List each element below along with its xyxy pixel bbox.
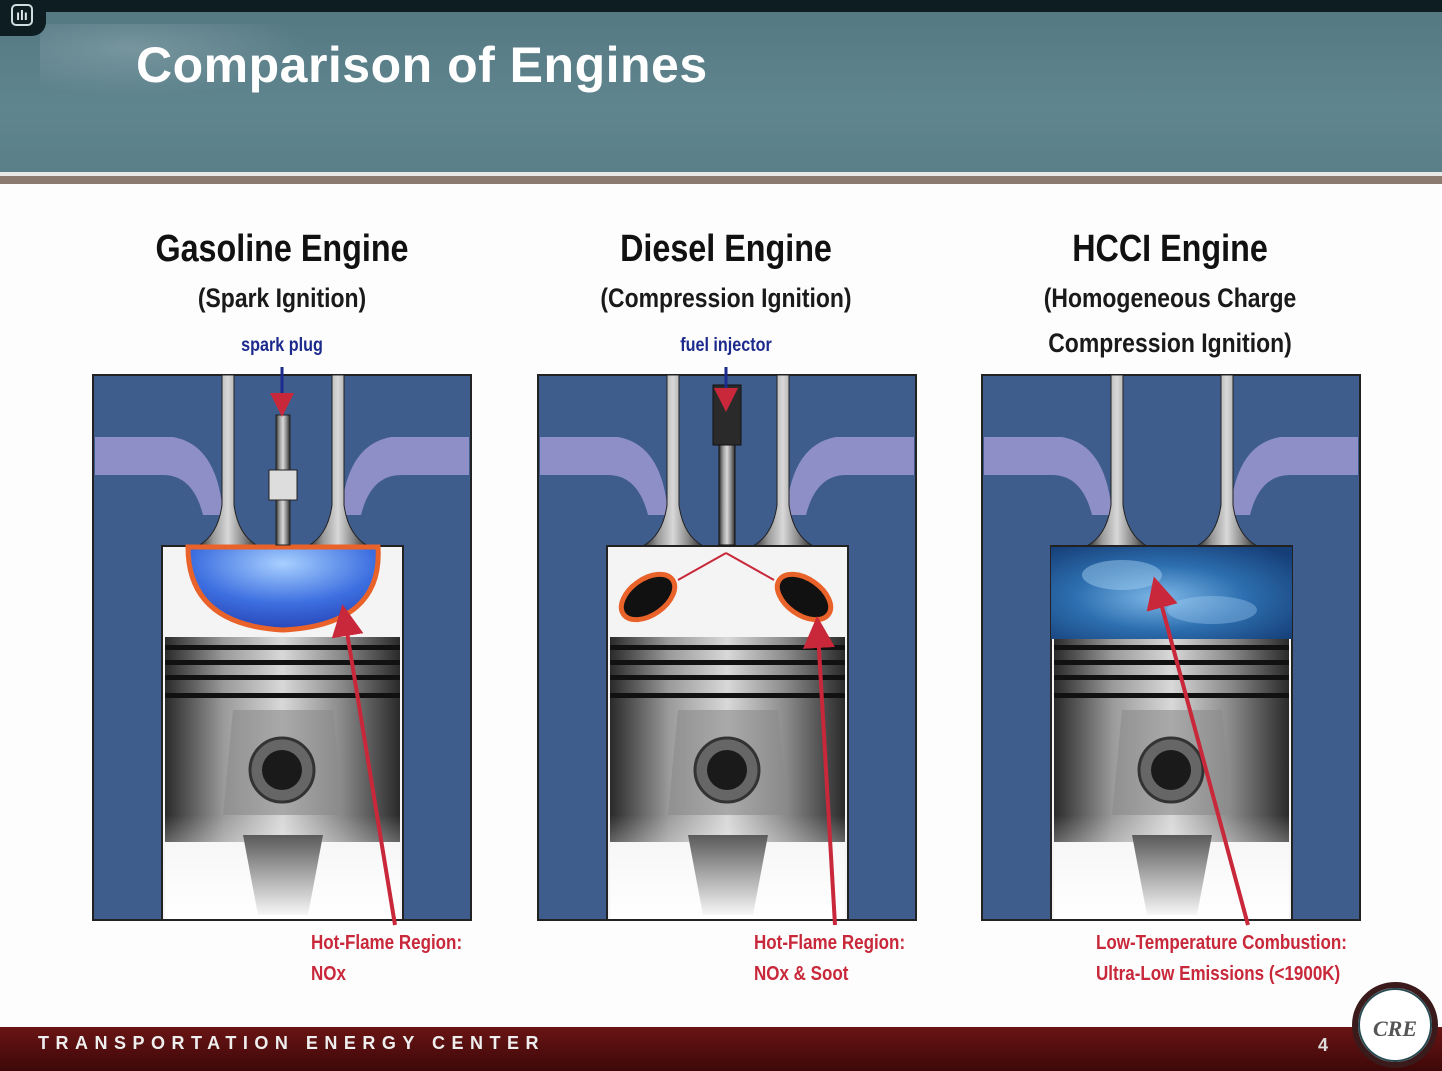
diesel-note: Hot-Flame Region: NOx & Soot xyxy=(754,928,905,990)
header-decoration xyxy=(40,24,340,104)
engine-panel-0 xyxy=(92,367,472,921)
hcci-engine-subtitle-1: (Homogeneous Charge xyxy=(1043,283,1297,313)
fuel-spray-right xyxy=(725,552,775,581)
diesel-note-line2: NOx & Soot xyxy=(754,963,849,985)
header-divider xyxy=(0,172,1442,176)
hcci-engine-subtitle-2: Compression Ignition) xyxy=(1048,328,1292,358)
combustion-cloud xyxy=(1082,560,1162,590)
slide-footer xyxy=(0,1027,1442,1071)
spark-plug-hex xyxy=(268,469,298,501)
intake-port xyxy=(984,437,1112,515)
piston-fade xyxy=(1054,815,1289,919)
diesel-engine-subtitle: (Compression Ignition) xyxy=(600,283,852,313)
slide-title: Comparison of Engines xyxy=(136,37,708,93)
engine-panel-1 xyxy=(537,367,917,921)
intake-port xyxy=(95,437,223,515)
piston-ring xyxy=(1054,660,1289,665)
wrist-pin-hole xyxy=(1151,750,1191,790)
fuel-spray-left xyxy=(677,552,727,581)
page-number: 4 xyxy=(1318,1035,1329,1055)
piston-fade xyxy=(610,815,845,919)
gasoline-note-line1: Hot-Flame Region: xyxy=(311,932,463,954)
cre-logo-text: CRE xyxy=(1372,1016,1418,1041)
fuel-injector-nozzle xyxy=(718,444,736,546)
piston-ring xyxy=(165,645,400,650)
callout-arrow-1 xyxy=(802,616,837,926)
spark-plug-label: spark plug xyxy=(241,335,323,356)
wrist-pin-hole xyxy=(262,750,302,790)
soot-plume-right xyxy=(774,571,834,623)
hcci-note-line1: Low-Temperature Combustion: xyxy=(1096,932,1347,954)
intake-port xyxy=(540,437,668,515)
piston-fade xyxy=(165,815,400,919)
gasoline-engine-subtitle: (Spark Ignition) xyxy=(197,283,367,313)
header-divider-accent xyxy=(0,176,1442,184)
callout-arrow-0 xyxy=(331,604,397,926)
wrist-pin-hole xyxy=(707,750,747,790)
diesel-engine-title: Diesel Engine xyxy=(620,228,832,270)
piston-ring xyxy=(1054,675,1289,680)
gasoline-engine-title: Gasoline Engine xyxy=(155,228,409,270)
piston-ring xyxy=(610,645,845,650)
diesel-note-line1: Hot-Flame Region: xyxy=(754,932,906,954)
hcci-note: Low-Temperature Combustion: Ultra-Low Emi… xyxy=(1096,928,1347,990)
gasoline-note-line2: NOx xyxy=(311,963,346,985)
piston-ring xyxy=(165,675,400,680)
cre-logo: CRE xyxy=(1352,982,1438,1068)
hot-flame-region xyxy=(185,544,381,633)
exhaust-port xyxy=(341,437,469,515)
organization-logo-icon: ılı xyxy=(11,4,33,26)
hcci-note-line2: Ultra-Low Emissions (<1900K) xyxy=(1096,963,1341,985)
piston-ring xyxy=(610,660,845,665)
piston-ring xyxy=(165,660,400,665)
piston-ring xyxy=(610,693,845,698)
piston-ring xyxy=(610,675,845,680)
fuel-injector-label: fuel injector xyxy=(680,335,772,356)
hcci-engine-title: HCCI Engine xyxy=(1072,228,1268,270)
piston-ring xyxy=(1054,693,1289,698)
soot-plume-left xyxy=(618,571,678,623)
top-bar xyxy=(0,0,1442,12)
exhaust-port xyxy=(786,437,914,515)
piston-ring xyxy=(165,693,400,698)
homogeneous-combustion-region xyxy=(1051,547,1292,639)
slide-header xyxy=(0,12,1442,172)
callout-arrow-2 xyxy=(1146,576,1250,926)
exhaust-port xyxy=(1230,437,1358,515)
corner-logo: ılı xyxy=(0,0,46,36)
footer-organization: TRANSPORTATION ENERGY CENTER xyxy=(38,1033,546,1053)
combustion-cloud xyxy=(1167,596,1257,624)
gasoline-note: Hot-Flame Region: NOx xyxy=(311,928,462,990)
